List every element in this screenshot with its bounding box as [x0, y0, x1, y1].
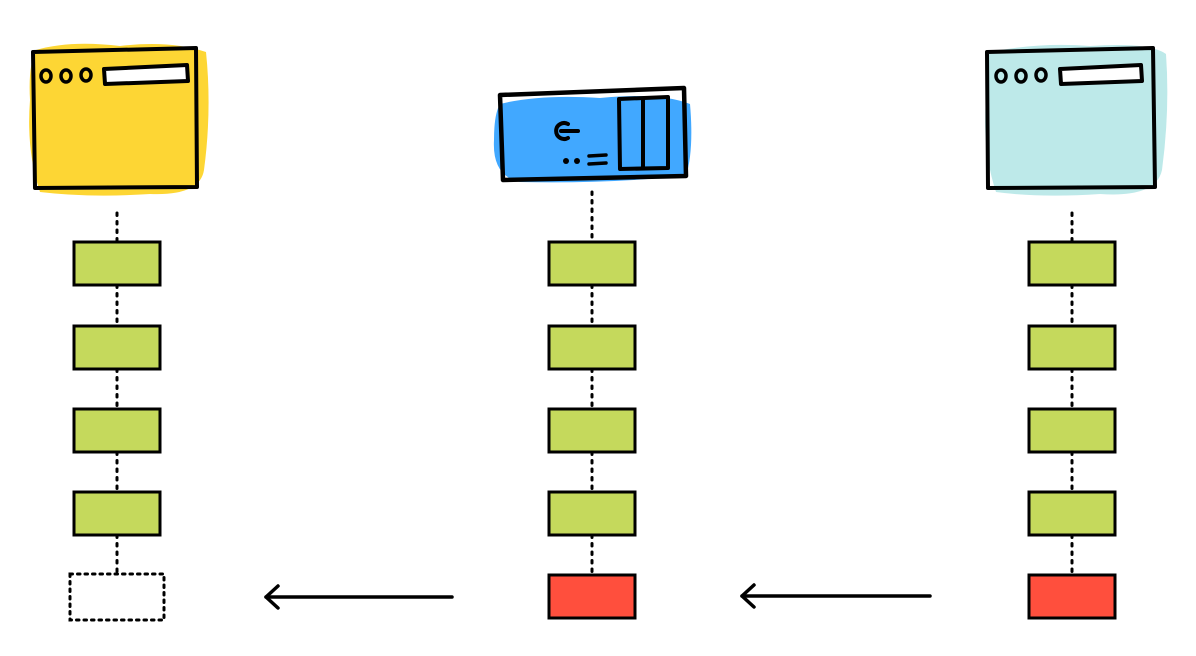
green-block	[547, 407, 637, 454]
green-block	[1027, 407, 1117, 454]
green-block	[72, 407, 162, 454]
green-block	[547, 490, 637, 537]
arrows	[264, 583, 932, 610]
green-block	[72, 490, 162, 537]
arrow-left-icon	[264, 584, 454, 610]
server-icon	[493, 85, 692, 183]
red-block	[547, 573, 637, 620]
green-block	[72, 240, 162, 287]
browser-window-icon	[29, 43, 209, 196]
green-block	[72, 324, 162, 371]
green-block	[1027, 490, 1117, 537]
arrow-left-icon	[740, 583, 932, 609]
green-block	[1027, 324, 1117, 371]
green-block	[547, 240, 637, 287]
green-block	[547, 324, 637, 371]
empty-block-placeholder	[68, 572, 166, 622]
block-stack	[68, 240, 1117, 622]
dotted-connectors	[115, 190, 1074, 577]
red-block	[1027, 573, 1117, 620]
green-block	[1027, 240, 1117, 287]
browser-window-icon	[985, 44, 1168, 196]
